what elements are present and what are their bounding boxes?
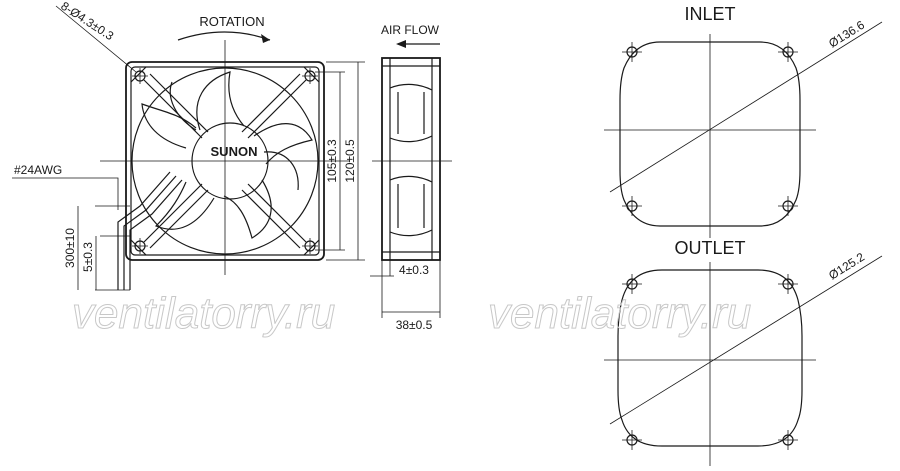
inlet-center-lines	[604, 34, 816, 238]
outlet-holes	[622, 274, 798, 450]
watermark-right: ventilatorry.ru	[488, 289, 751, 338]
rotation-arrowhead	[261, 34, 270, 43]
side-view: AIR FLOW 4±0.3 38±0.5	[370, 23, 452, 332]
inlet-diameter-leader	[609, 21, 883, 193]
rotation-label: ROTATION	[199, 14, 264, 29]
airflow-label: AIR FLOW	[381, 23, 440, 37]
frame-dim-ext	[315, 61, 365, 261]
depth-label: 38±0.5	[396, 318, 433, 332]
inlet-diameter-label: Ø136.6	[826, 18, 867, 51]
side-dim-ext	[381, 260, 441, 318]
outlet-diameter-leader	[609, 255, 883, 425]
front-view: SUNON ROTATION 8-Ø4.3±0.3 #24AWG 300±10 …	[12, 0, 365, 291]
wire-dim-lines	[77, 206, 97, 290]
rotation-arrow	[177, 31, 271, 41]
side-dim-lines	[370, 275, 440, 313]
frame-dim-lines	[339, 62, 359, 260]
watermark-left: ventilatorry.ru	[72, 289, 335, 338]
outlet-view: OUTLET Ø125.2	[604, 238, 883, 466]
inlet-holes	[622, 42, 798, 216]
wire-leader	[12, 177, 119, 210]
flange-thickness-label: 4±0.3	[399, 263, 429, 277]
hole-spec-leader	[55, 5, 137, 73]
brand-label: SUNON	[211, 144, 258, 159]
mounting-holes	[132, 68, 318, 254]
wire-label: #24AWG	[14, 163, 62, 177]
lead-length-label: 300±10	[63, 228, 77, 268]
side-blade-profile	[389, 83, 433, 237]
side-frame	[381, 57, 441, 261]
lead-wires	[117, 171, 183, 290]
corner-chamfers	[130, 66, 320, 256]
side-flanges	[382, 58, 440, 260]
struts	[143, 73, 307, 249]
strip-length-label: 5±0.3	[81, 242, 95, 272]
airflow-arrowhead	[396, 40, 406, 48]
wire-dim-ext	[95, 205, 130, 291]
inlet-view: INLET Ø136.6	[604, 4, 883, 238]
hole-spacing-label: 105±0.3	[325, 139, 339, 183]
frame-size-label: 120±0.5	[343, 139, 357, 183]
fan-blades	[141, 71, 313, 239]
outlet-cutout	[617, 269, 803, 447]
inlet-title: INLET	[684, 4, 735, 24]
outlet-center-lines	[604, 262, 816, 466]
hole-spec-label: 8-Ø4.3±0.3	[58, 0, 116, 43]
side-hub	[397, 92, 425, 228]
outlet-title: OUTLET	[674, 238, 745, 258]
center-lines	[100, 40, 350, 275]
